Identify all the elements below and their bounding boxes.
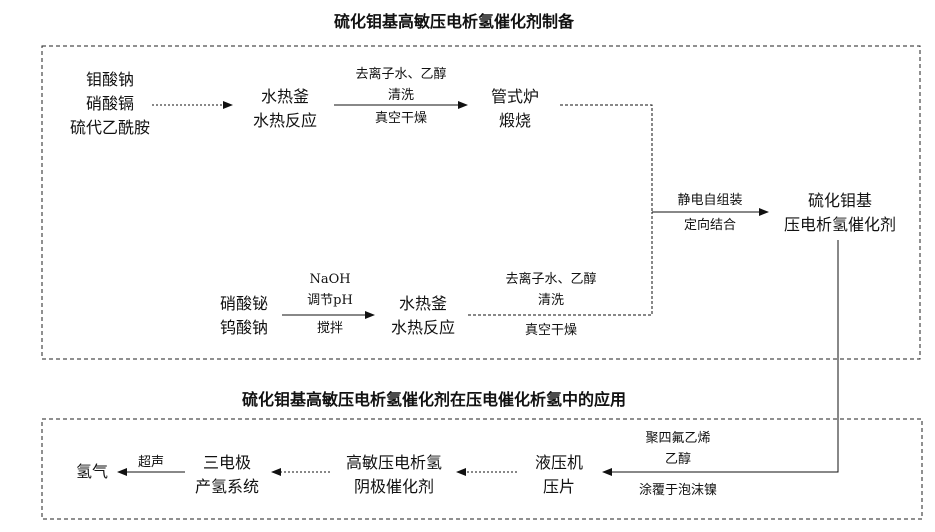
label-line: 去离子水、乙醇 bbox=[336, 64, 466, 85]
label-line: 调节pH bbox=[284, 290, 376, 311]
cathode-catalyst: 高敏压电析氢 阴极催化剂 bbox=[330, 451, 458, 499]
coat-label: 涂覆于泡沫镍 bbox=[608, 480, 748, 501]
node-line: 压片 bbox=[517, 475, 601, 499]
binder-label: 聚四氟乙烯 乙醇 bbox=[608, 428, 748, 470]
hydrothermal-b: 水热釜 水热反应 bbox=[378, 292, 468, 340]
node-line: 产氢系统 bbox=[180, 475, 274, 499]
label-line: 清洗 bbox=[336, 85, 466, 106]
label-line: 清洗 bbox=[486, 290, 616, 311]
node-line: 高敏压电析氢 bbox=[330, 451, 458, 475]
raw-materials-a: 钼酸钠 硝酸镉 硫代乙酰胺 bbox=[64, 68, 156, 140]
label-line: 定向结合 bbox=[652, 215, 768, 236]
stir-label: 搅拌 bbox=[284, 318, 376, 339]
node-line: 管式炉 bbox=[470, 85, 560, 109]
node-line: 三电极 bbox=[180, 451, 274, 475]
three-electrode-system: 三电极 产氢系统 bbox=[180, 451, 274, 499]
node-line: 水热釜 bbox=[378, 292, 468, 316]
label-line: 静电自组装 bbox=[652, 190, 768, 211]
wash-label-b: 去离子水、乙醇 清洗 bbox=[486, 269, 616, 311]
dry-label-a: 真空干燥 bbox=[336, 108, 466, 129]
hydrogen-output: 氢气 bbox=[68, 460, 116, 484]
hydraulic-press: 液压机 压片 bbox=[517, 451, 601, 499]
node-line: 水热反应 bbox=[240, 109, 330, 133]
label-line: 聚四氟乙烯 bbox=[608, 428, 748, 449]
section1-title: 硫化钼基高敏压电析氢催化剂制备 bbox=[334, 14, 574, 30]
node-line: 液压机 bbox=[517, 451, 601, 475]
ph-label: NaOH 调节pH bbox=[284, 269, 376, 311]
label-line: 去离子水、乙醇 bbox=[486, 269, 616, 290]
hydrothermal-a: 水热釜 水热反应 bbox=[240, 85, 330, 133]
raw-material: 硫代乙酰胺 bbox=[64, 116, 156, 140]
node-line: 硫化钼基 bbox=[768, 189, 912, 213]
ultrasound-label: 超声 bbox=[126, 452, 176, 473]
line-furnace-down bbox=[560, 105, 652, 212]
section2-title: 硫化钼基高敏压电析氢催化剂在压电催化析氢中的应用 bbox=[242, 392, 626, 408]
raw-material: 钨酸钠 bbox=[206, 316, 282, 340]
dry-label-b: 真空干燥 bbox=[486, 320, 616, 341]
node-line: 压电析氢催化剂 bbox=[768, 213, 912, 237]
raw-material: 硝酸铋 bbox=[206, 292, 282, 316]
node-line: 水热反应 bbox=[378, 316, 468, 340]
tube-furnace: 管式炉 煅烧 bbox=[470, 85, 560, 133]
raw-materials-b: 硝酸铋 钨酸钠 bbox=[206, 292, 282, 340]
node-line: 水热釜 bbox=[240, 85, 330, 109]
label-line: 乙醇 bbox=[608, 449, 748, 470]
raw-material: 钼酸钠 bbox=[64, 68, 156, 92]
node-line: 煅烧 bbox=[470, 109, 560, 133]
label-line: NaOH bbox=[284, 269, 376, 290]
assembly-label: 静电自组装 定向结合 bbox=[652, 190, 768, 236]
raw-material: 硝酸镉 bbox=[64, 92, 156, 116]
product-catalyst: 硫化钼基 压电析氢催化剂 bbox=[768, 189, 912, 237]
node-line: 阴极催化剂 bbox=[330, 475, 458, 499]
wash-label-a: 去离子水、乙醇 清洗 bbox=[336, 64, 466, 106]
